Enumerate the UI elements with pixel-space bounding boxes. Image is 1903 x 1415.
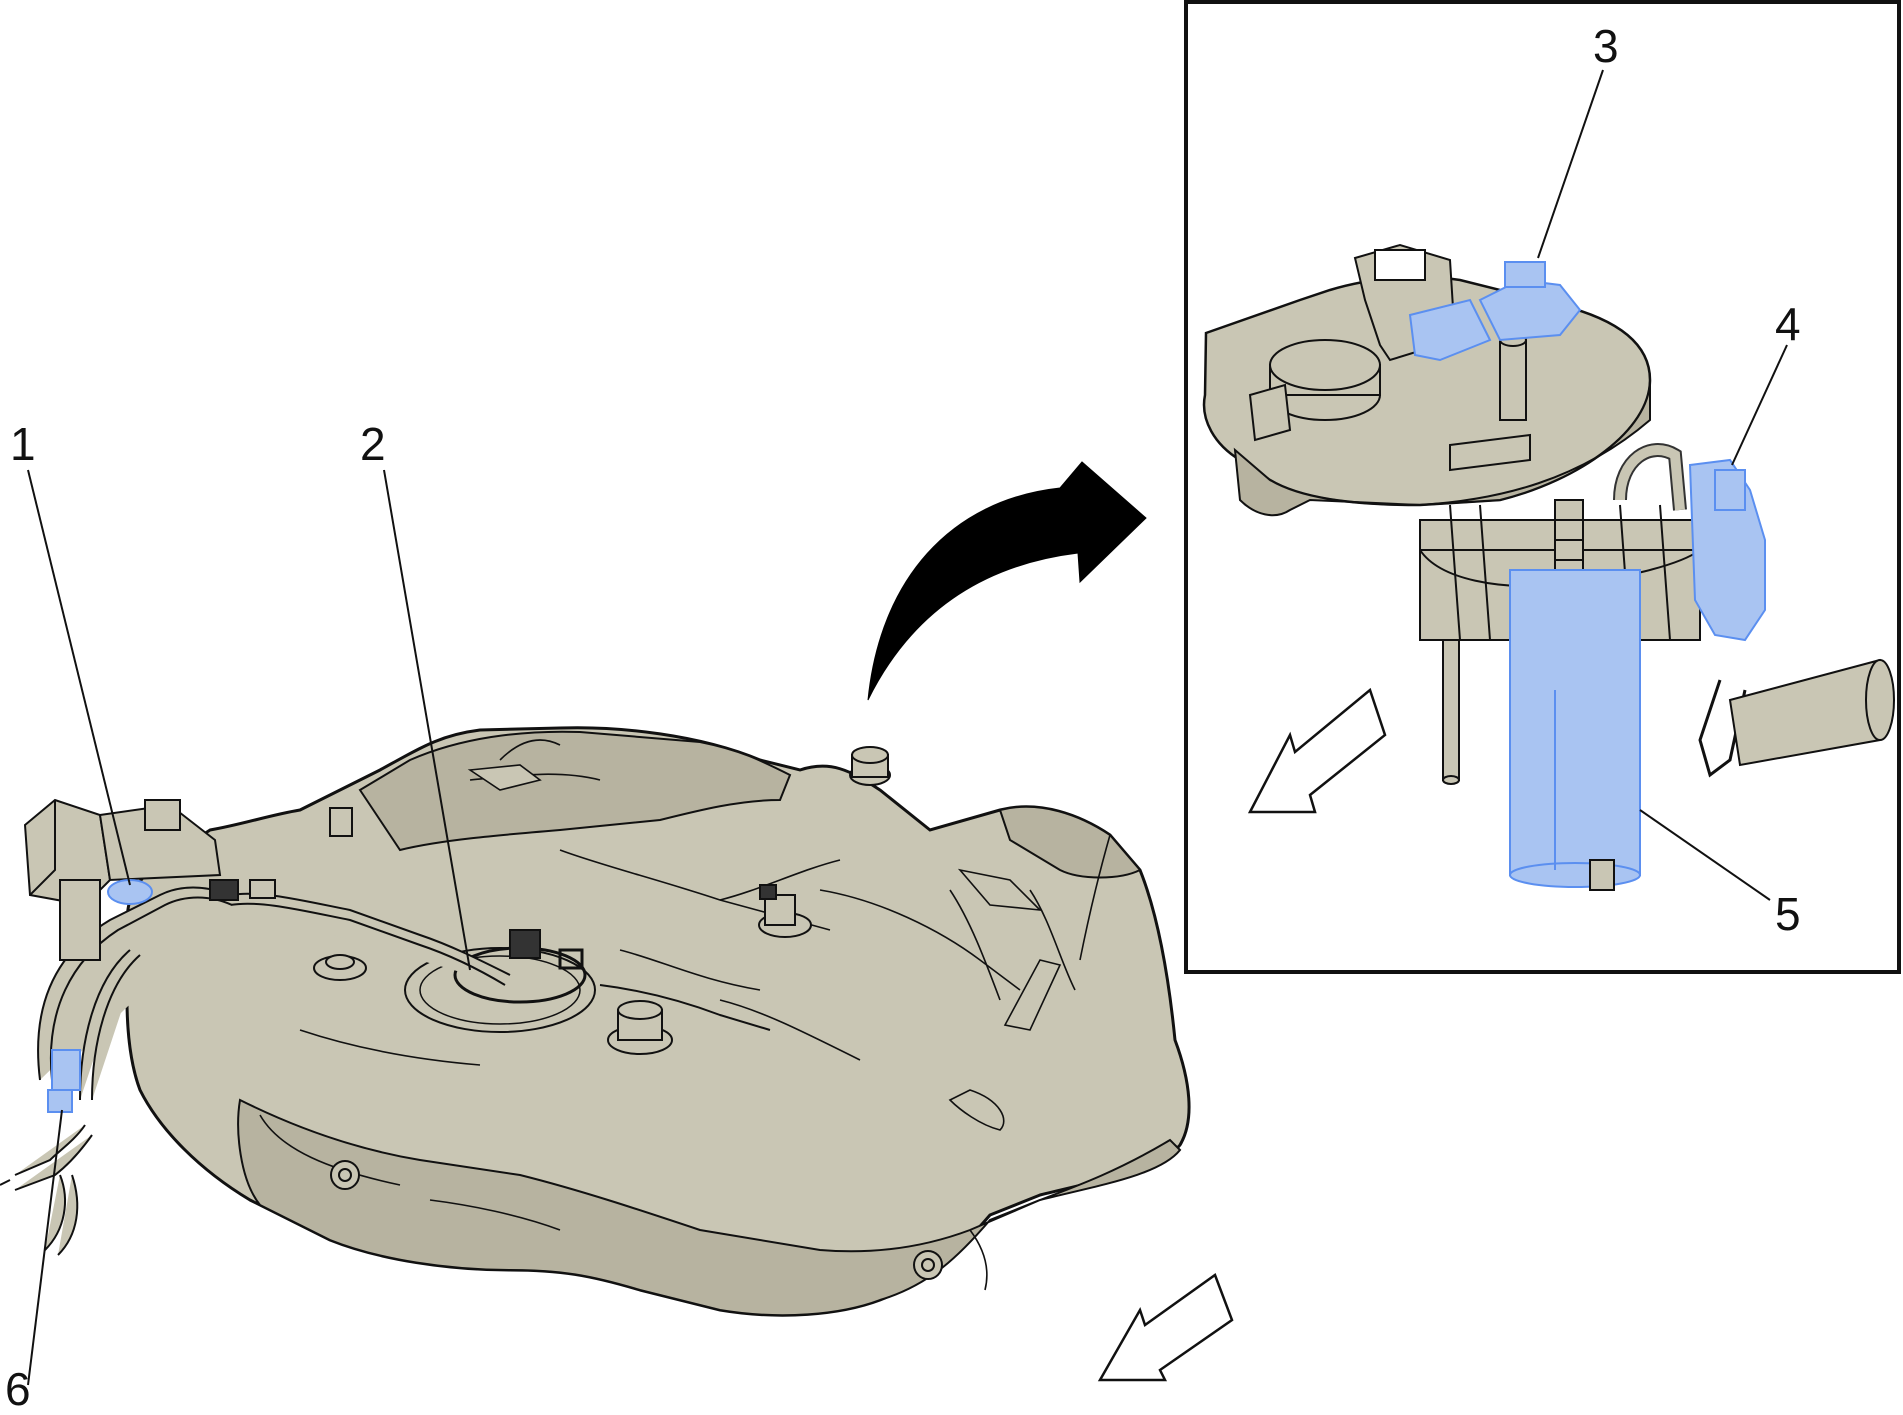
tank-bolt	[330, 1160, 360, 1190]
fuel-lines	[0, 886, 771, 1256]
leader-line-2	[383, 469, 471, 971]
flange-boss	[1269, 339, 1381, 421]
callout-3: 3	[1593, 20, 1619, 72]
tank-port	[849, 746, 891, 786]
tank-port	[758, 894, 812, 938]
callout-leaders	[27, 69, 1788, 1386]
tank-rear-hump	[358, 730, 792, 852]
fuel-pump-module	[1202, 243, 1895, 891]
module-flange-skirt	[1233, 379, 1651, 517]
evap-canister	[23, 798, 222, 961]
guide-rod	[1442, 639, 1460, 785]
highlight-component-1	[107, 879, 153, 905]
callout-1: 1	[10, 418, 36, 470]
tank-contours	[259, 739, 1111, 1291]
leader-line-4	[1731, 344, 1788, 466]
tank-port	[313, 954, 367, 981]
leader-line-6	[27, 1109, 63, 1386]
highlight-component-3	[1408, 261, 1582, 362]
leader-line-5	[1639, 809, 1771, 901]
callout-labels: 1 2 3 4 5 6	[5, 20, 1801, 1415]
tank-right-shelf	[998, 805, 1142, 879]
leader-line-3	[1537, 69, 1604, 259]
fuel-tank	[0, 726, 1191, 1317]
level-sender-float	[1698, 658, 1895, 778]
callout-2: 2	[360, 418, 386, 470]
highlight-component-4	[1688, 458, 1766, 642]
flange-tab	[1248, 383, 1531, 472]
callout-5: 5	[1775, 888, 1801, 940]
callout-4: 4	[1775, 298, 1801, 350]
harness-connector	[209, 807, 777, 901]
highlight-component-6	[47, 1049, 81, 1113]
front-direction-arrow-icon	[1097, 1273, 1234, 1382]
tank-bolt	[913, 1250, 943, 1280]
leader-line-1	[27, 469, 131, 886]
front-direction-arrow-icon	[1247, 687, 1387, 814]
tank-lower-band	[237, 1098, 1182, 1317]
highlight-component-5	[1509, 569, 1641, 891]
callout-6: 6	[5, 1363, 31, 1415]
tank-port	[607, 1000, 673, 1055]
outlet-pipe	[1499, 333, 1527, 421]
curved-arrow-icon	[867, 461, 1147, 701]
